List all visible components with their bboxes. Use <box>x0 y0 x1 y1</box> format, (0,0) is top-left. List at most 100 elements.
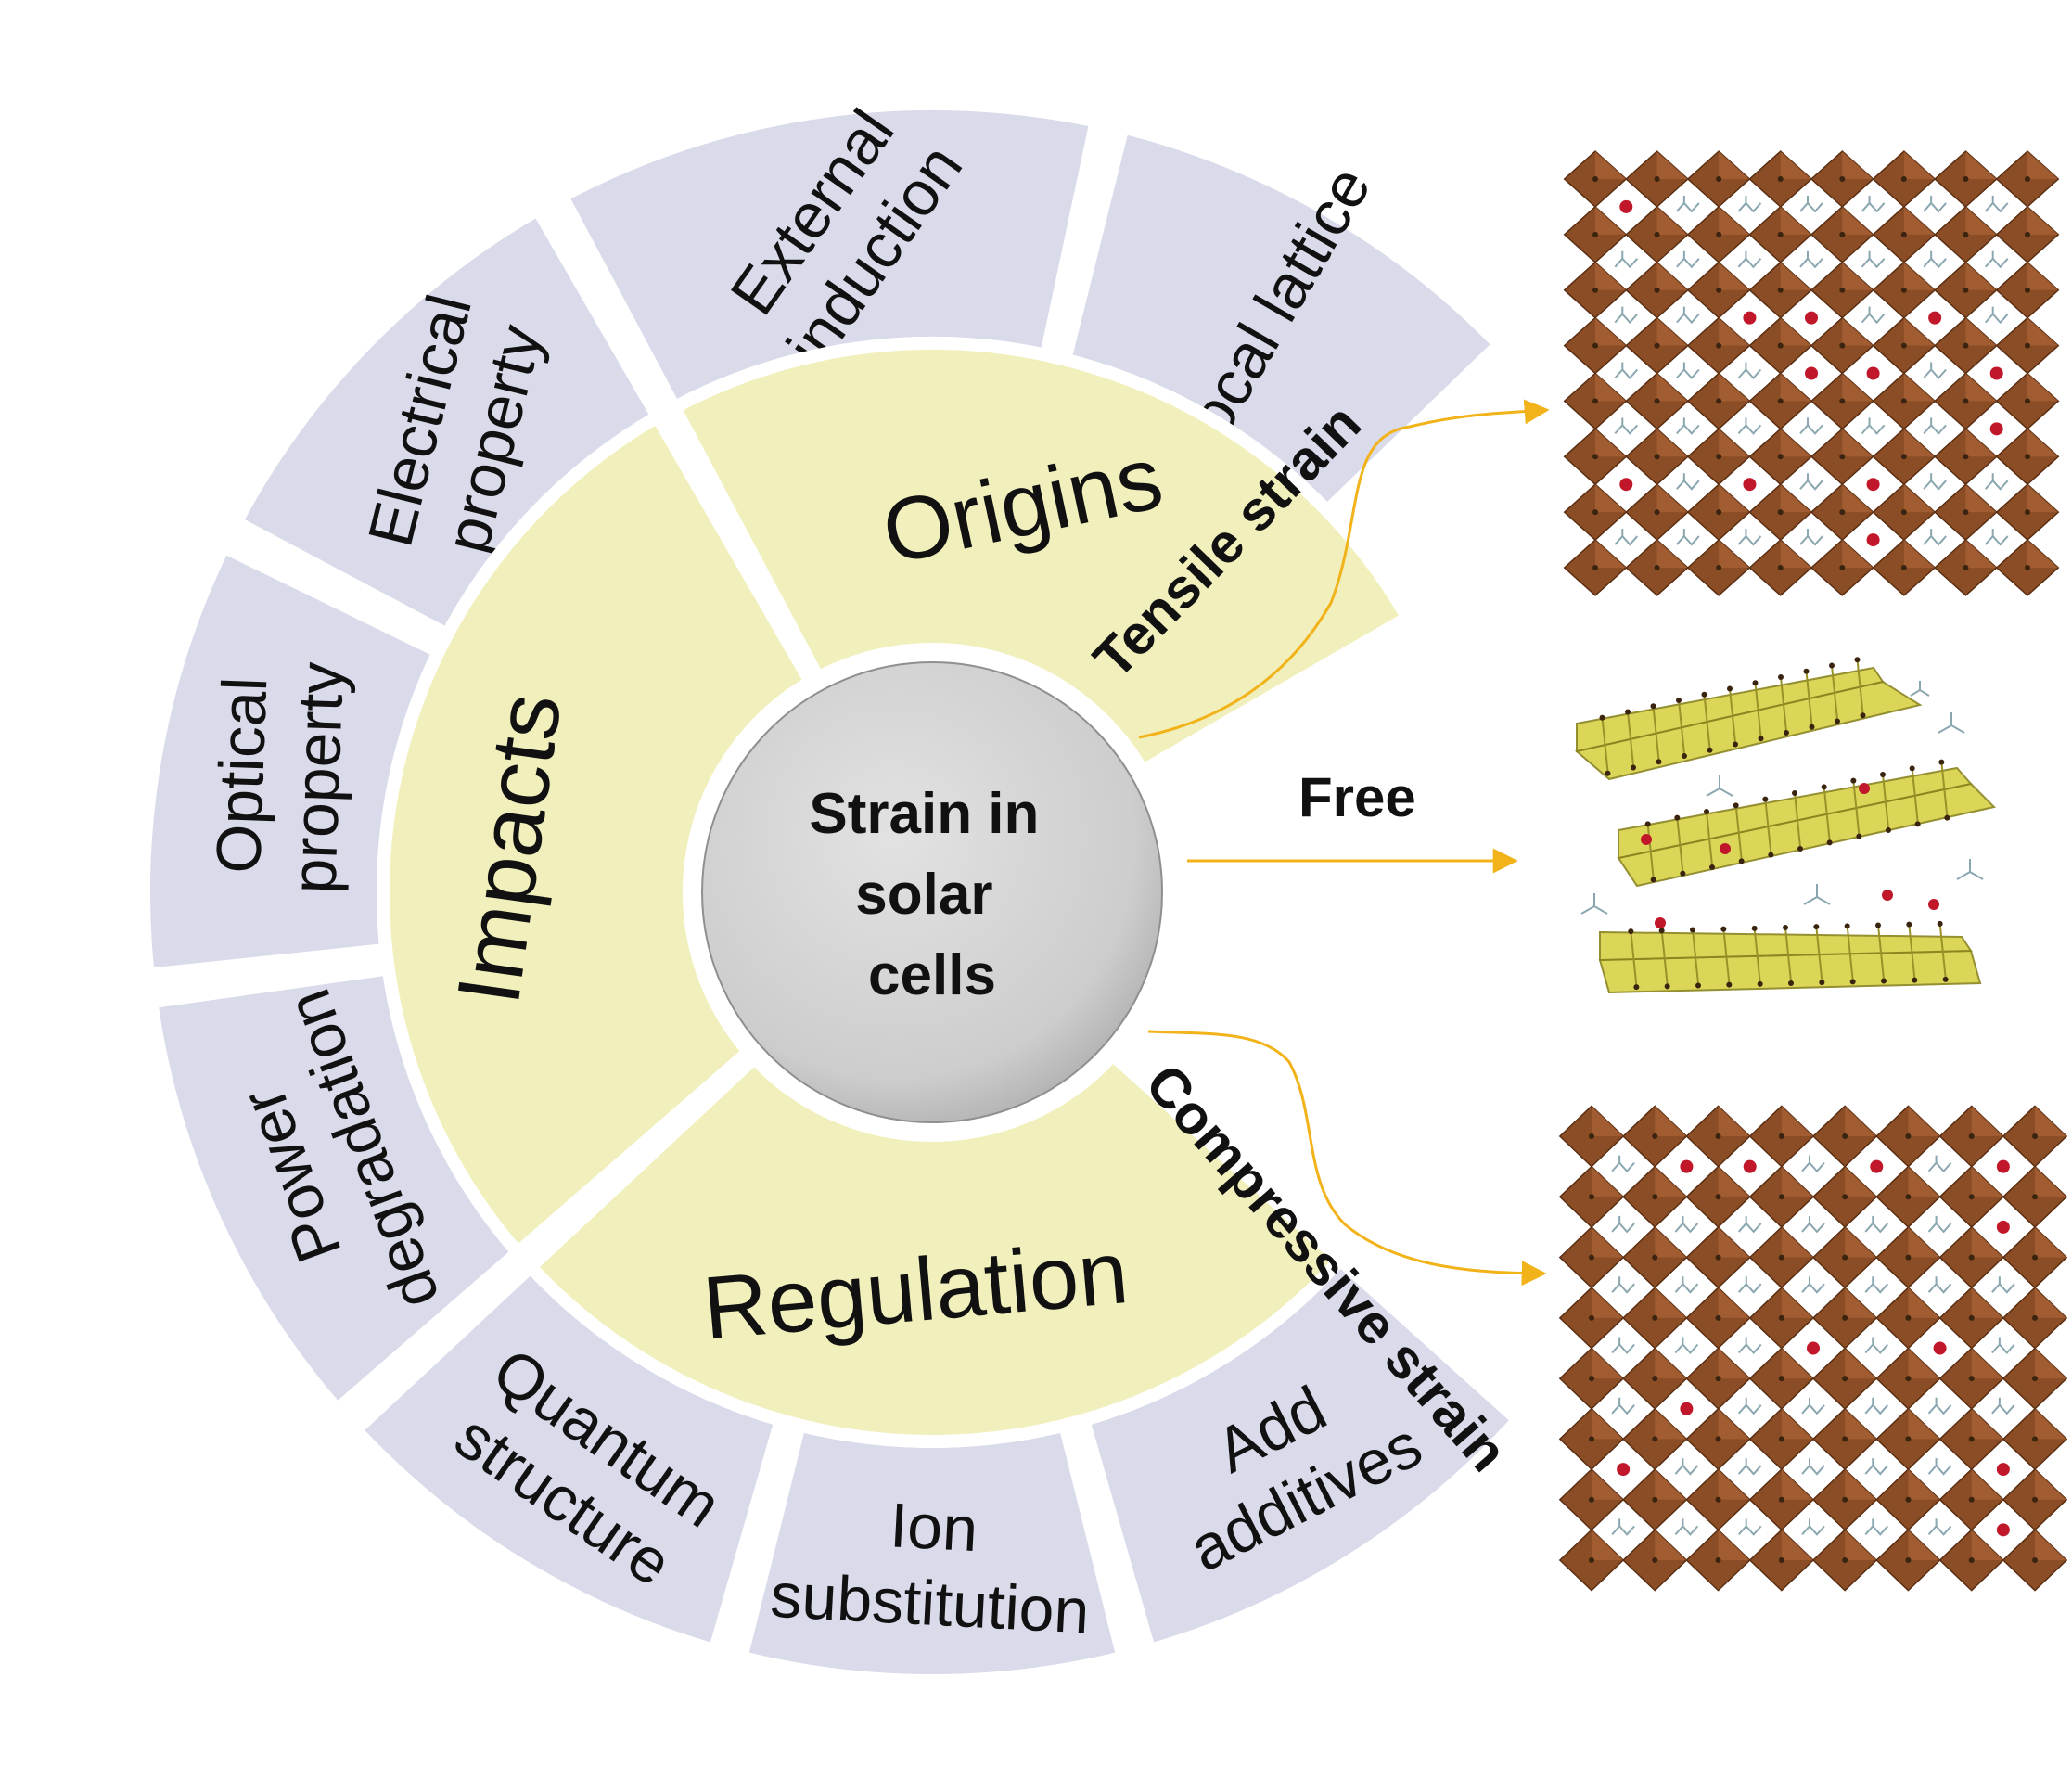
slab-node <box>1682 753 1687 759</box>
slab-node <box>1886 827 1891 833</box>
slab-node <box>1707 747 1713 753</box>
slab-node <box>1880 772 1886 777</box>
a-site-cation <box>1849 238 1897 286</box>
slab-node <box>1942 976 1949 982</box>
a-site-cation <box>1915 1202 1965 1252</box>
a-site-cation <box>1726 461 1773 508</box>
a-site-cation <box>1661 1142 1711 1192</box>
a-site-cation <box>1787 405 1835 453</box>
octahedron <box>1810 483 1874 542</box>
octahedron <box>1875 1105 1941 1168</box>
slab-node <box>1656 759 1662 765</box>
a-site-cation <box>1788 1384 1838 1434</box>
octahedron <box>2002 1225 2068 1289</box>
center-label-line-2: solar <box>855 863 992 927</box>
a-site-cation <box>1787 350 1835 397</box>
slab-node <box>1909 765 1915 772</box>
slab-node <box>1881 978 1887 984</box>
slab-node <box>1850 777 1857 784</box>
slab-edge <box>1630 931 1638 986</box>
a-site-cation <box>1973 238 2020 286</box>
slab-node <box>1821 784 1827 790</box>
octahedron <box>1563 428 1628 486</box>
octahedron <box>1625 539 1689 596</box>
slab-edge <box>1856 659 1864 714</box>
slab-node <box>1738 858 1745 864</box>
a-site-cation <box>1973 517 2020 564</box>
slab-edge <box>1794 792 1801 848</box>
a-site-cation <box>1726 294 1773 341</box>
optical-property-label: Opticalproperty <box>202 659 357 895</box>
a-site-cation <box>1849 517 1897 564</box>
slab-1 <box>1574 666 1923 781</box>
a-site-cation <box>1915 1262 1965 1313</box>
a-site-cation <box>1725 1262 1775 1313</box>
a-site-cation <box>1851 1444 1901 1494</box>
octahedron <box>1558 1225 1625 1289</box>
slab-node <box>1757 980 1763 987</box>
octahedron <box>1938 1407 2004 1471</box>
a-site-cation <box>1725 1505 1775 1555</box>
a-site-cation <box>1788 1505 1838 1555</box>
slab-node <box>1829 662 1835 669</box>
slab-node <box>1768 852 1774 858</box>
slab-node <box>1835 718 1840 724</box>
a-site-cation <box>1912 517 1959 564</box>
a-site-cation <box>1661 1505 1711 1555</box>
outer-segment-local-lattice: Local lattice <box>1056 119 1509 520</box>
a-site-cation <box>1851 1324 1901 1373</box>
slab-edge <box>1908 924 1916 979</box>
a-site-cation <box>1598 1384 1648 1434</box>
slab-edge <box>1940 762 1949 816</box>
outer-ring: Local latticeExternalinductionElectrical… <box>137 97 1528 1687</box>
octahedron <box>1875 1529 1941 1592</box>
tensile-arrow <box>1138 399 1550 739</box>
slab-edge <box>1780 676 1787 732</box>
a-site-cation <box>1912 294 1959 341</box>
a-site-cation <box>1915 1142 1965 1192</box>
slab-edge <box>1823 787 1831 841</box>
octahedron <box>1558 1529 1625 1592</box>
a-site-cation <box>1849 405 1897 453</box>
a-site-cation <box>1726 238 1773 286</box>
inner-segment-impacts: Impacts <box>377 407 820 1262</box>
octahedron <box>1934 483 1998 542</box>
a-site-cation <box>1849 294 1897 341</box>
slab-2 <box>1617 766 1996 888</box>
a-site-cation <box>1978 1505 2028 1555</box>
slab-node <box>1856 833 1862 839</box>
slab-node <box>1650 703 1656 710</box>
octahedron <box>1685 1225 1751 1289</box>
free-label: Free <box>1298 766 1416 828</box>
slab-node <box>1726 981 1733 988</box>
slab-edge <box>1627 711 1634 766</box>
a-site-cation <box>1664 183 1711 230</box>
slab-node <box>1937 920 1943 927</box>
slab-node <box>1720 926 1727 932</box>
slab-node <box>1605 770 1611 776</box>
octahedron <box>2002 1407 2068 1471</box>
slab-node <box>1906 921 1912 928</box>
center-label-line-1: Strain in <box>809 782 1039 846</box>
octahedron <box>1563 205 1628 263</box>
slab-node <box>1709 864 1715 870</box>
a-site-cation <box>1787 517 1835 564</box>
a-site-cation <box>1915 1384 1965 1434</box>
slab-node <box>1875 922 1881 928</box>
a-site-cation <box>1788 1202 1838 1252</box>
a-site-cation <box>1978 1262 2028 1313</box>
slab-node <box>1695 982 1701 989</box>
slab-node <box>1658 928 1665 934</box>
a-site-cation <box>1915 1324 1965 1373</box>
octahedron <box>2002 1165 2068 1228</box>
a-site-cation <box>1726 405 1773 453</box>
slab-node <box>1701 691 1707 698</box>
a-site-cation <box>1851 1505 1901 1555</box>
a-site-cation <box>1725 1142 1775 1192</box>
slab-node <box>1854 657 1861 663</box>
outer-segment-ion-substitution: Ionsubstitution <box>733 1416 1132 1687</box>
a-site-cation <box>1849 461 1897 508</box>
slab-edge <box>1676 817 1684 872</box>
a-site-cation <box>1664 461 1711 508</box>
